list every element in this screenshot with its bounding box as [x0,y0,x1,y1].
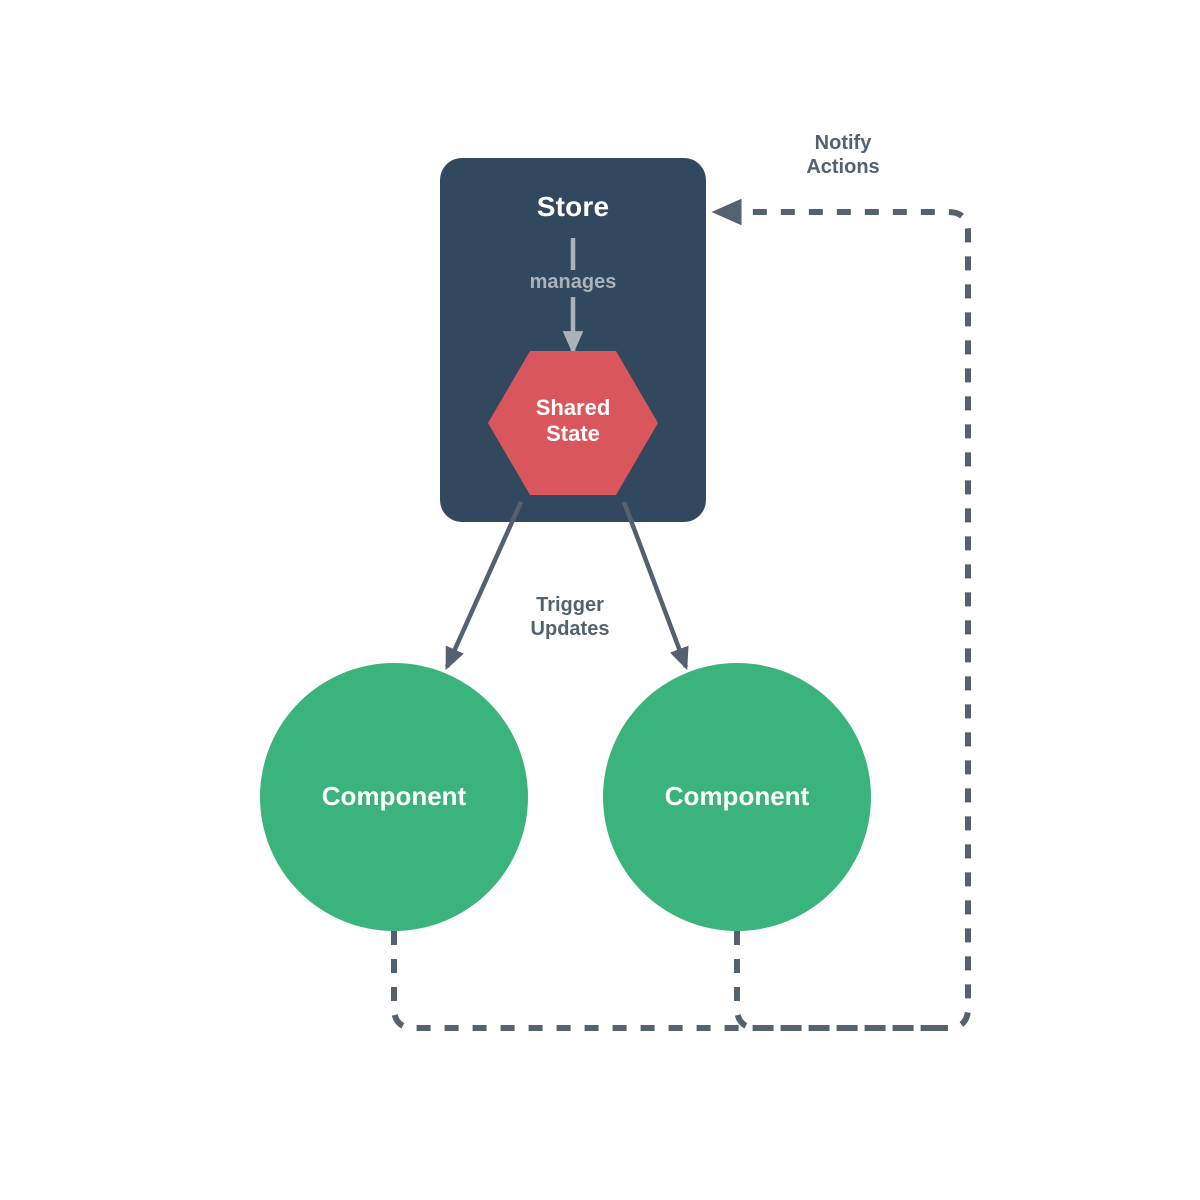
component-right-node[interactable] [603,663,871,931]
notify-actions-edge-left [391,931,948,1031]
shared-state-node[interactable] [488,351,658,495]
component-left-node[interactable] [260,663,528,931]
trigger-updates-edge-left [444,501,524,671]
trigger-updates-edge-right [621,501,689,671]
notify-actions-edge-right [734,931,948,1031]
notify-actions-edge-return [711,198,971,1031]
